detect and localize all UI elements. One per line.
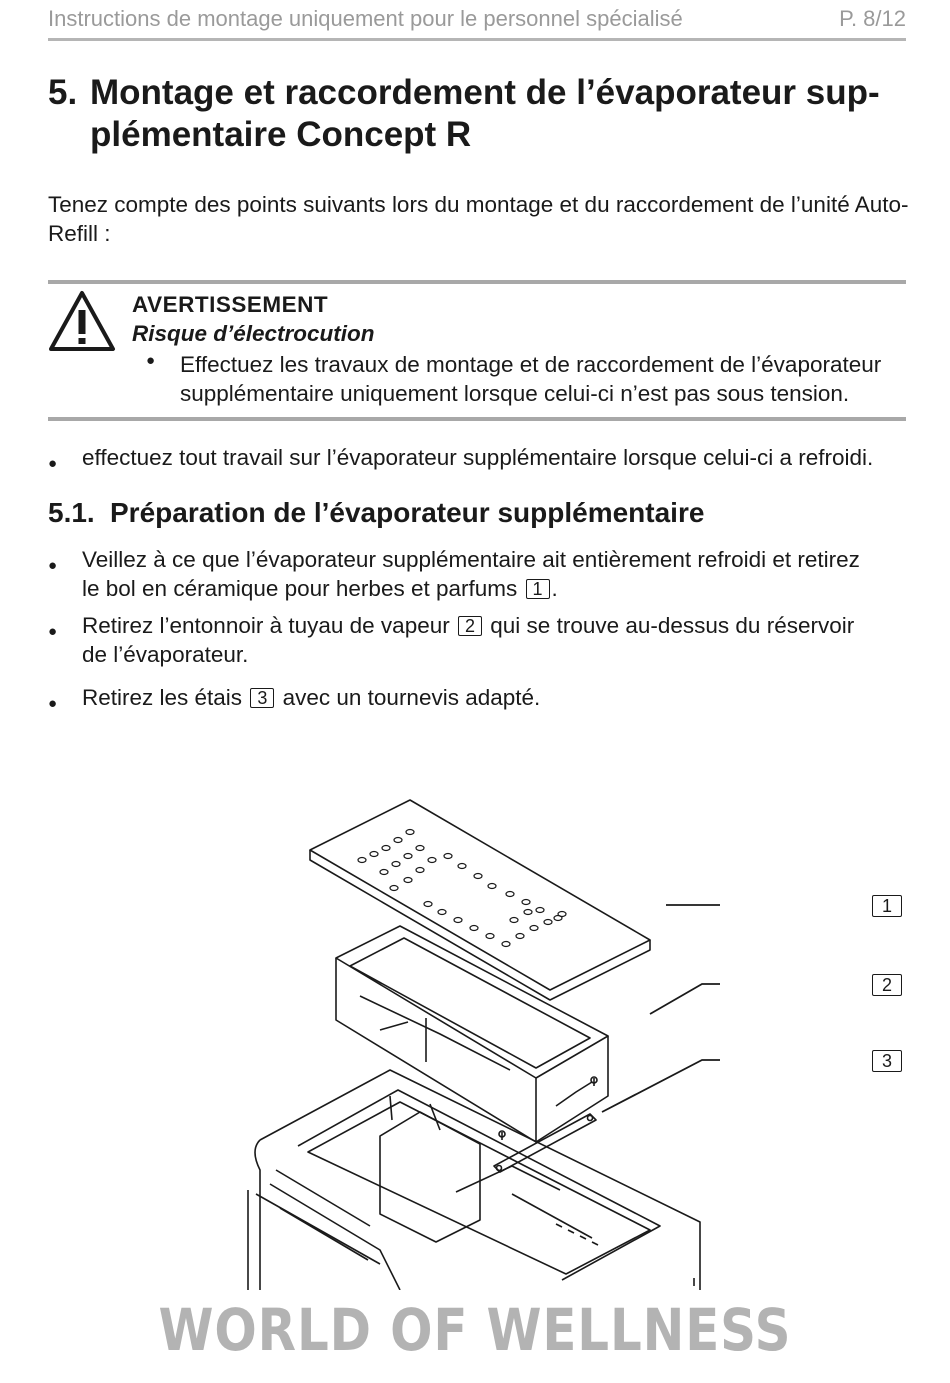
warning-icon [49,291,115,351]
warning-title: AVERTISSEMENT [132,292,329,317]
callout-1: 1 [872,895,902,917]
intro-paragraph: Tenez compte des points suivants lors du… [48,192,909,246]
callout-3: 3 [872,1050,902,1072]
page-header: Instructions de montage uniquement pour … [48,2,906,41]
section-title-line2: plémentaire Concept R [90,115,472,154]
step3-pre: Retirez les étais [82,685,243,710]
ref-box-1: 1 [525,579,550,599]
subsection-heading: 5.1. Préparation de l’évaporateur supplé… [48,497,704,529]
step3-post: avec un tournevis adapté. [282,685,541,710]
brand-footer: WORLD OF WELLNESS [158,1296,792,1364]
subsection-number: 5.1. [48,497,95,528]
section-number: 5. [48,73,78,112]
step2-post: qui se trouve au-dessus du réservoir [490,613,855,638]
warning-subtitle: Risque d’électrocution [132,321,375,346]
callout-2: 2 [872,974,902,996]
subsection-title: Préparation de l’évaporateur supplémenta… [110,497,705,528]
warning-bullet: ● [146,352,156,369]
ref-box-3: 3 [250,688,275,708]
step2-pre: Retirez l’entonnoir à tuyau de vapeur [82,613,450,638]
note-text: effectuez tout travail sur l’évaporateur… [82,445,874,470]
header-title: Instructions de montage uniquement pour … [48,6,683,31]
page-number: P. 8/12 [839,6,906,31]
warning-box: AVERTISSEMENT Risque d’électrocution ● E… [48,280,906,421]
warning-text: Effectuez les travaux de montage et de r… [180,352,882,406]
ref-box-2: 2 [458,616,483,636]
step1-line1: Veillez à ce que l’évaporateur supplémen… [82,547,860,572]
section-title-line1: Montage et raccordement de l’évaporateur… [90,73,880,112]
step2-line2: de l’évaporateur. [82,642,249,667]
evaporator-illustration [247,799,720,1290]
step1-line2: le bol en céramique pour herbes et parfu… [82,576,518,601]
